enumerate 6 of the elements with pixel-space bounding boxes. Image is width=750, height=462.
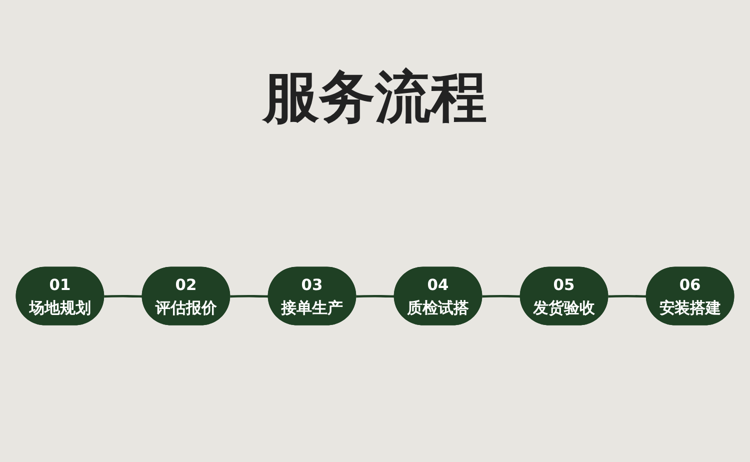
title: 服务流程 bbox=[261, 64, 488, 132]
connector bbox=[482, 294, 521, 298]
connector bbox=[230, 294, 269, 298]
connector bbox=[104, 294, 143, 298]
connector bbox=[356, 294, 395, 298]
connector bbox=[608, 294, 647, 298]
